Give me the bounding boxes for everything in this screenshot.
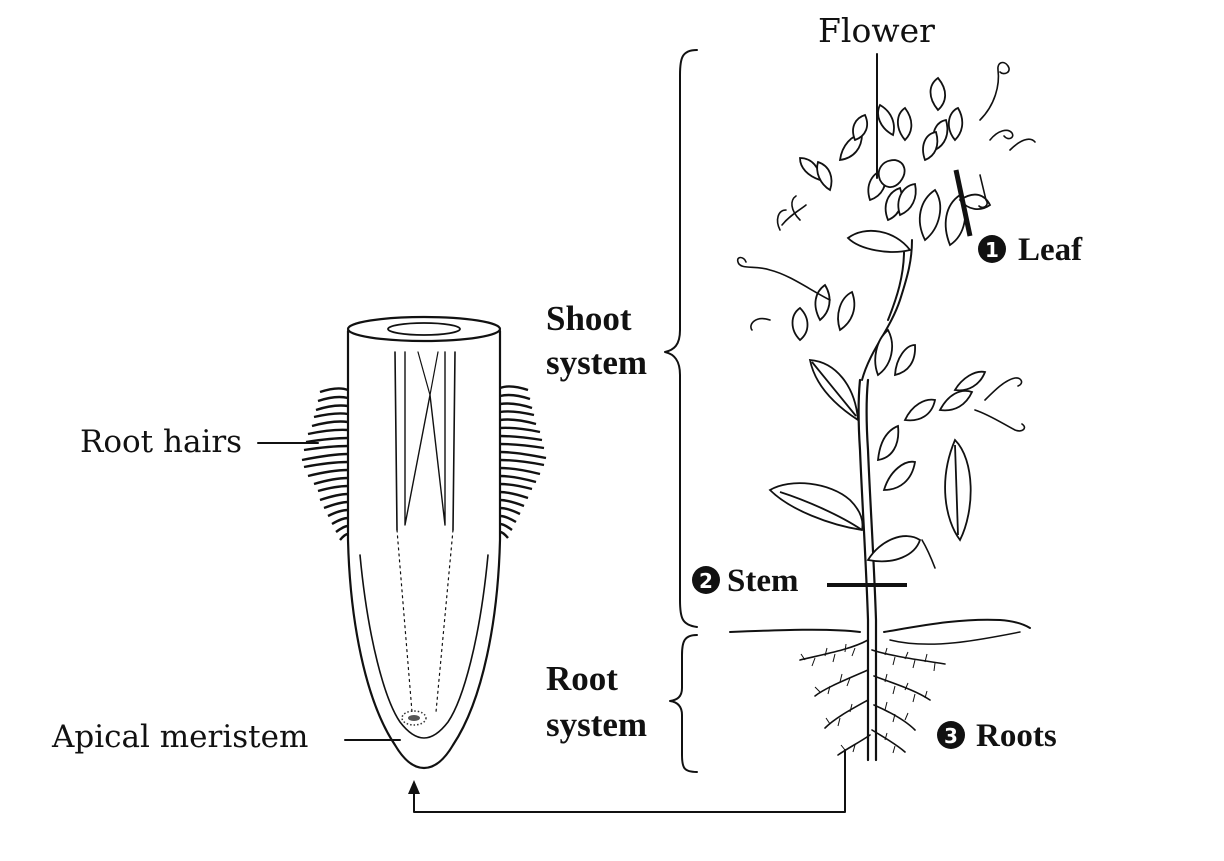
leaf-cut-marker <box>953 169 973 237</box>
plant-illustration <box>729 61 1036 762</box>
roots-label: Roots <box>976 718 1057 754</box>
svg-text:3: 3 <box>944 724 958 748</box>
leaf-badge: 1 <box>978 235 1006 263</box>
leaf-label: Leaf <box>1018 232 1083 268</box>
svg-text:1: 1 <box>985 238 999 262</box>
stem-label: Stem <box>727 563 798 599</box>
roots-to-root-tip-connector <box>413 749 846 813</box>
connector-arrowhead <box>408 780 420 794</box>
svg-text:2: 2 <box>699 569 713 593</box>
shoot-system-label-line2: system <box>546 343 647 382</box>
root-hairs-label: Root hairs <box>80 424 242 460</box>
root-system-brace <box>669 634 698 773</box>
flower-label: Flower <box>818 11 935 50</box>
root-tip-illustration <box>301 315 547 770</box>
root-system-label-line2: system <box>546 705 647 744</box>
roots-badge: 3 <box>937 721 965 749</box>
root-system-label-line1: Root <box>546 659 618 698</box>
shoot-system-label-line1: Shoot <box>546 299 632 338</box>
apical-meristem-label: Apical meristem <box>51 719 308 755</box>
stem-badge: 2 <box>692 566 720 594</box>
shoot-system-brace <box>664 49 698 628</box>
